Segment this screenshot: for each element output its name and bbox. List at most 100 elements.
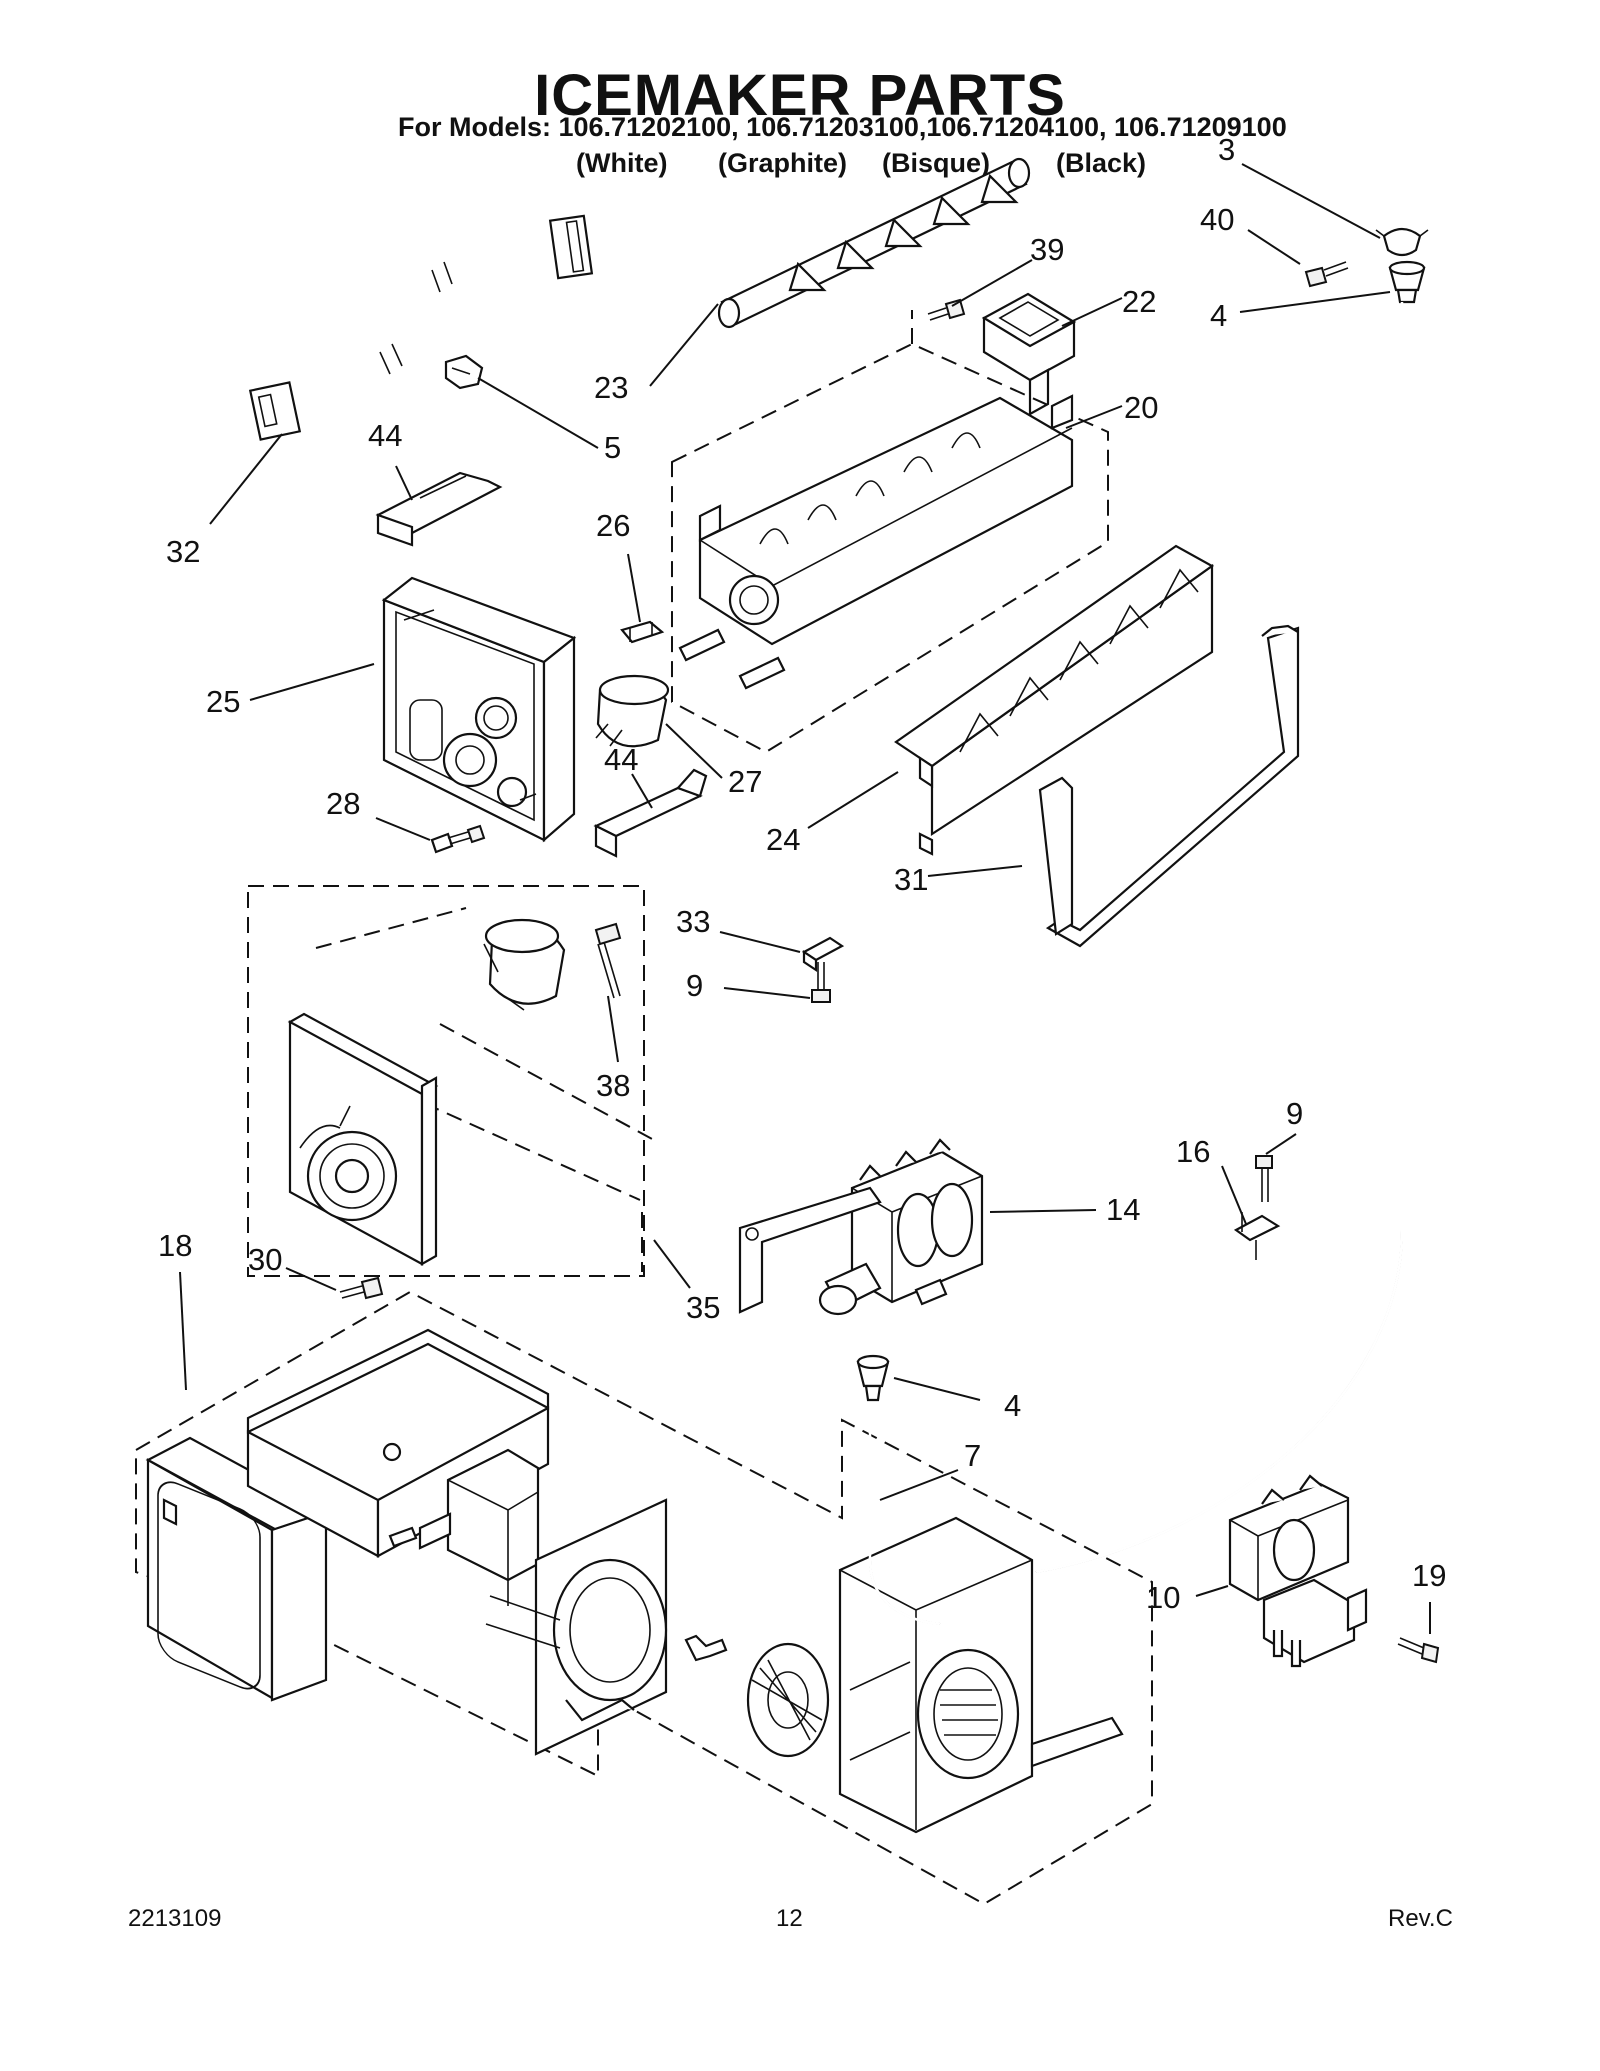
callout-14: 14 — [1106, 1192, 1140, 1227]
leader-10 — [1195, 1585, 1229, 1597]
leader-4-lower — [893, 1377, 981, 1401]
callout-23: 23 — [594, 370, 628, 405]
leader-35 — [653, 1239, 691, 1289]
part-4-ferrule-upper — [1388, 260, 1426, 304]
leader-33 — [719, 931, 801, 953]
leader-25 — [249, 663, 375, 701]
part-33-bracket — [801, 936, 845, 973]
revision: Rev.C — [1388, 1905, 1453, 1932]
part-27-thermostat — [595, 674, 670, 748]
callout-24: 24 — [766, 822, 800, 857]
part-30-screw — [339, 1276, 384, 1300]
color-white: (White) — [576, 148, 668, 178]
part-32-wire-harness — [248, 214, 594, 441]
leader-39 — [951, 259, 1033, 307]
part-3-clamp — [1375, 227, 1429, 257]
callout-28: 28 — [326, 786, 360, 821]
leader-23 — [649, 303, 719, 387]
page-number: 12 — [776, 1905, 803, 1932]
part-4-ferrule-lower — [856, 1354, 890, 1402]
leader-3 — [1241, 163, 1381, 239]
leader-18 — [179, 1271, 187, 1391]
leader-7 — [879, 1469, 959, 1501]
callout-25: 25 — [206, 684, 240, 719]
leader-22 — [1061, 297, 1123, 327]
callout-26: 26 — [596, 508, 630, 543]
callout-4-lower: 4 — [1004, 1388, 1021, 1423]
part-19-screw — [1397, 1637, 1440, 1664]
part-9-screw-upper — [811, 962, 831, 1003]
color-black: (Black) — [1056, 148, 1147, 178]
leader-31 — [927, 865, 1023, 877]
part-22-fill-cup — [981, 292, 1077, 416]
callout-35: 35 — [686, 1290, 720, 1325]
part-35-motor-module — [247, 885, 655, 1277]
callout-numbers: 3 40 39 22 4 23 20 5 44 32 26 25 27 44 2… — [158, 132, 1446, 1615]
part-28-screw — [430, 824, 486, 854]
callout-20: 20 — [1124, 390, 1158, 425]
leader-38 — [607, 995, 619, 1063]
callout-39: 39 — [1030, 232, 1064, 267]
doc-number: 2213109 — [128, 1905, 222, 1932]
leader-27 — [665, 723, 723, 779]
leader-24 — [807, 771, 899, 829]
part-10-valve — [1228, 1474, 1368, 1668]
part-44-bracket-lower — [593, 768, 708, 858]
callout-27: 27 — [728, 764, 762, 799]
callout-30: 30 — [248, 1242, 282, 1277]
leader-9-upper — [723, 987, 811, 999]
callout-18: 18 — [158, 1228, 192, 1263]
callout-32: 32 — [166, 534, 200, 569]
part-16-clamp — [1233, 1212, 1281, 1260]
leader-44-upper — [395, 465, 413, 501]
callout-44-lower: 44 — [604, 742, 638, 777]
part-25-control-housing — [381, 576, 577, 843]
leader-32 — [209, 433, 283, 525]
part-9-screw-right — [1255, 1155, 1273, 1202]
part-40-screw — [1304, 261, 1349, 288]
leader-9-right — [1265, 1133, 1297, 1155]
part-44-bracket-upper — [375, 471, 503, 547]
leader-28 — [375, 817, 431, 841]
leader-30 — [285, 1267, 337, 1291]
callout-44-upper: 44 — [368, 418, 402, 453]
part-14-water-valve — [738, 1138, 984, 1316]
part-7-water-tube — [868, 302, 1404, 1626]
leader-16 — [1221, 1165, 1247, 1225]
callout-9-right: 9 — [1286, 1096, 1303, 1131]
part-24-cover — [894, 544, 1215, 856]
part-5-clip — [444, 354, 484, 390]
callout-5: 5 — [604, 430, 621, 465]
models-line: For Models: 106.71202100, 106.71203100,1… — [398, 112, 1287, 142]
color-bisque: (Bisque) — [882, 148, 990, 178]
part-20-mold — [671, 310, 1109, 754]
part-31-shutoff-arm — [1038, 624, 1300, 948]
leader-14 — [989, 1209, 1097, 1213]
part-18-fan-assembly — [135, 1290, 1153, 1906]
callout-3: 3 — [1218, 132, 1235, 167]
leader-4-upper — [1239, 291, 1391, 313]
leader-20 — [1065, 405, 1123, 429]
callout-19: 19 — [1412, 1558, 1446, 1593]
part-26-clip — [620, 620, 665, 644]
callout-4-upper: 4 — [1210, 298, 1227, 333]
callout-31: 31 — [894, 862, 928, 897]
callout-33: 33 — [676, 904, 710, 939]
callout-7: 7 — [964, 1438, 981, 1473]
callout-22: 22 — [1122, 284, 1156, 319]
color-graphite: (Graphite) — [718, 148, 848, 178]
callout-38: 38 — [596, 1068, 630, 1103]
callout-9-upper: 9 — [686, 968, 703, 1003]
part-39-screw — [927, 298, 966, 321]
callout-40: 40 — [1200, 202, 1234, 237]
leader-26 — [627, 553, 641, 623]
part-23-ejector — [717, 157, 1031, 329]
callout-16: 16 — [1176, 1134, 1210, 1169]
page-title: ICEMAKER PARTS — [534, 63, 1066, 128]
leader-40 — [1247, 229, 1301, 265]
callout-10: 10 — [1146, 1580, 1180, 1615]
leader-lines — [179, 163, 1431, 1634]
leader-5 — [477, 377, 599, 449]
leader-44-lower — [631, 773, 653, 809]
